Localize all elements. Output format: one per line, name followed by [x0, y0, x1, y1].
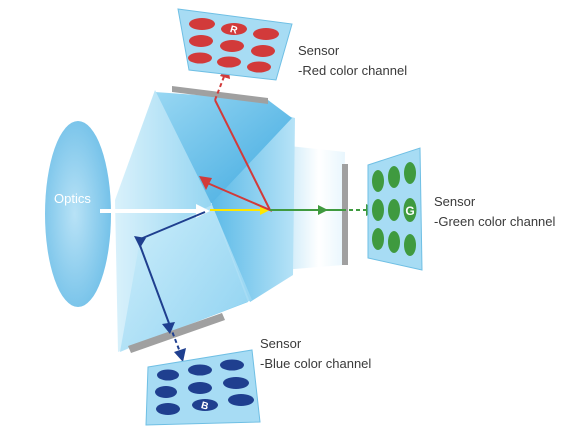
green-sensor-subtitle: -Green color channel: [434, 214, 556, 229]
red-sensor-mount: [172, 86, 268, 104]
red-sensor-title: Sensor: [298, 43, 340, 58]
red-sensor-letter: R: [229, 24, 240, 37]
blue-ray-arrowhead: [174, 348, 186, 362]
red-sensor: R: [177, 8, 293, 81]
blue-sensor-letter: B: [200, 400, 210, 412]
red-ray-bend-arrowhead: [199, 176, 212, 190]
blue-ray-mid-arrowhead: [162, 322, 175, 334]
prism-bottom-face: [120, 205, 252, 352]
blue-ray-dashed: [169, 325, 181, 353]
blue-ray-bend-arrowhead: [134, 236, 146, 248]
beam-splitter-prism: [115, 86, 348, 353]
blue-sensor: B: [145, 349, 261, 426]
green-sensor-letter: G: [405, 204, 414, 218]
green-ray-mid-arrowhead: [318, 205, 328, 215]
blue-sensor-mount: [128, 313, 225, 353]
blue-sensor-title: Sensor: [260, 336, 302, 351]
blue-sensor-subtitle: -Blue color channel: [260, 356, 372, 371]
green-sensor-title: Sensor: [434, 194, 476, 209]
red-ray-dashed: [214, 73, 226, 101]
green-sensor-mount: [342, 164, 348, 265]
optics-lens: [45, 121, 111, 307]
green-sensor: G: [367, 147, 423, 271]
optics-label: Optics: [54, 191, 91, 206]
red-sensor-subtitle: -Red color channel: [298, 63, 408, 78]
